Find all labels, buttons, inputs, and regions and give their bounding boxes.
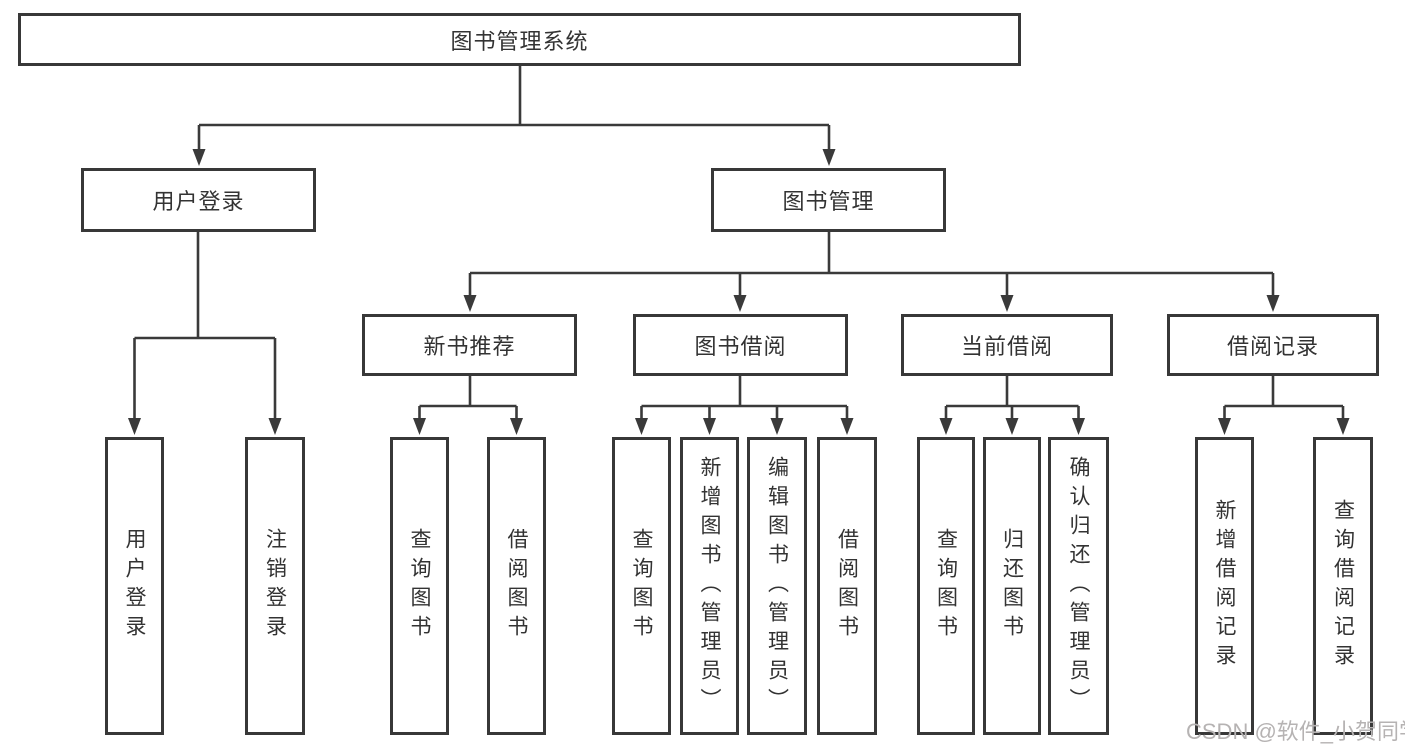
node-label: 新增图书（管理员） xyxy=(698,455,721,717)
node-label: 当前借阅 xyxy=(960,334,1053,359)
node-query-books-1: 查询图书 xyxy=(390,437,449,735)
node-borrowing-records: 借阅记录 xyxy=(1167,314,1379,376)
node-label: 查询图书 xyxy=(408,528,431,644)
node-label: 归还图书 xyxy=(1000,528,1024,644)
node-logout: 注销登录 xyxy=(245,437,305,735)
node-label: 确认归还（管理员） xyxy=(1067,455,1090,717)
node-book-management: 图书管理 xyxy=(711,168,946,232)
node-add-borrow-record: 新增借阅记录 xyxy=(1195,437,1254,735)
node-label: 查询图书 xyxy=(934,528,958,644)
node-label: 借阅图书 xyxy=(505,528,528,644)
node-label: 编辑图书（管理员） xyxy=(765,455,789,717)
node-query-books-3: 查询图书 xyxy=(917,437,975,735)
node-label: 借阅图书 xyxy=(835,528,859,644)
node-edit-books-admin: 编辑图书（管理员） xyxy=(747,437,807,735)
node-new-book-recommendation: 新书推荐 xyxy=(362,314,577,376)
csdn-watermark: CSDN @软件_小贺同学 xyxy=(1186,719,1405,744)
node-user-login-leaf: 用户登录 xyxy=(105,437,164,735)
node-label: 图书借阅 xyxy=(694,334,787,359)
node-query-books-2: 查询图书 xyxy=(612,437,671,735)
node-label: 查询借阅记录 xyxy=(1331,499,1355,673)
node-borrow-books-2: 借阅图书 xyxy=(817,437,877,735)
node-confirm-return-admin: 确认归还（管理员） xyxy=(1048,437,1109,735)
node-label: 用户登录 xyxy=(152,189,245,214)
node-book-borrowing: 图书借阅 xyxy=(633,314,848,376)
node-label: 查询图书 xyxy=(630,528,653,644)
node-current-borrowing: 当前借阅 xyxy=(901,314,1113,376)
node-user-login: 用户登录 xyxy=(81,168,316,232)
node-label: 用户登录 xyxy=(123,528,146,644)
node-label: 新书推荐 xyxy=(423,334,516,359)
node-query-borrow-record: 查询借阅记录 xyxy=(1313,437,1373,735)
node-label: 图书管理系统 xyxy=(450,28,589,54)
node-library-management-system: 图书管理系统 xyxy=(18,13,1021,66)
node-label: 图书管理 xyxy=(782,189,875,214)
node-label: 注销登录 xyxy=(263,528,287,644)
node-label: 借阅记录 xyxy=(1226,334,1319,359)
node-label: 新增借阅记录 xyxy=(1213,499,1236,673)
node-return-books: 归还图书 xyxy=(983,437,1041,735)
node-borrow-books-1: 借阅图书 xyxy=(487,437,546,735)
node-add-books-admin: 新增图书（管理员） xyxy=(680,437,739,735)
